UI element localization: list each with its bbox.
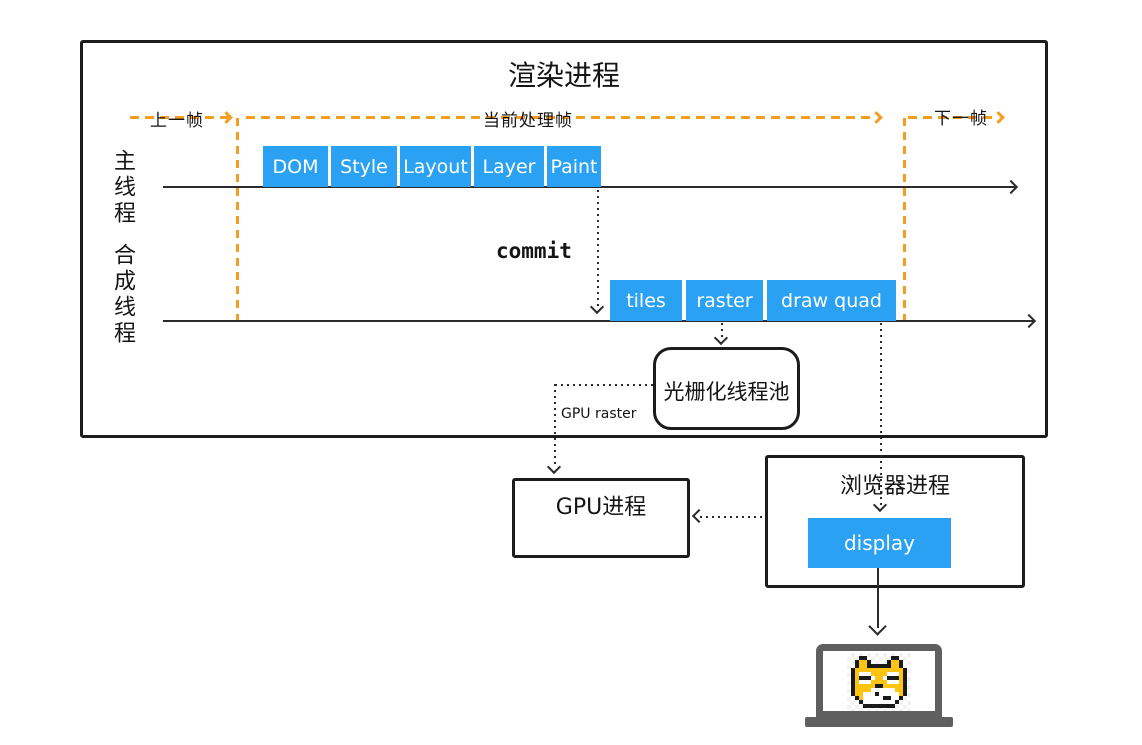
gpu-raster-connector-v bbox=[554, 384, 556, 468]
stage-draw-quad: draw quad bbox=[767, 280, 896, 321]
stage-layout: Layout bbox=[400, 146, 471, 187]
stage-dom: DOM bbox=[263, 146, 328, 187]
commit-connector bbox=[597, 190, 599, 308]
render-process-title: 渲染进程 bbox=[507, 59, 620, 92]
next-frame-label: 下一帧 bbox=[934, 109, 988, 129]
gpu-raster-arrowhead-icon bbox=[546, 459, 562, 475]
frame-boundary-left bbox=[236, 118, 239, 322]
browser-process-label: 浏览器进程 bbox=[839, 474, 950, 499]
raster-to-pool-connector bbox=[721, 323, 723, 339]
gpu-raster-connector-h bbox=[555, 384, 653, 386]
compositor-thread-stages: tiles raster draw quad bbox=[610, 280, 896, 321]
compositor-thread-label: 合成线程 bbox=[110, 243, 135, 347]
stage-tiles: tiles bbox=[610, 280, 682, 321]
stage-paint: Paint bbox=[547, 146, 601, 187]
frame-boundary-right bbox=[903, 118, 906, 322]
browser-to-gpu-connector bbox=[700, 516, 765, 518]
drawquad-to-display-connector bbox=[880, 323, 882, 506]
gpu-process-box bbox=[512, 478, 690, 558]
laptop-base bbox=[805, 717, 953, 727]
display-to-laptop-connector bbox=[877, 568, 879, 628]
stage-layer: Layer bbox=[474, 146, 544, 187]
main-thread-timeline bbox=[163, 186, 1015, 188]
doge-icon bbox=[851, 656, 907, 708]
next-frame-dashed-line bbox=[908, 116, 998, 119]
gpu-raster-label: GPU raster bbox=[561, 406, 637, 422]
main-thread-stages: DOM Style Layout Layer Paint bbox=[263, 146, 601, 187]
commit-label: commit bbox=[496, 239, 572, 263]
compositor-thread-timeline bbox=[163, 320, 1033, 322]
prev-frame-label: 上一帧 bbox=[150, 111, 204, 131]
display-to-laptop-arrowhead-icon bbox=[868, 617, 887, 636]
raster-pool-label: 光栅化线程池 bbox=[663, 380, 790, 404]
current-frame-dashed-line bbox=[246, 116, 876, 119]
gpu-process-label: GPU进程 bbox=[555, 495, 647, 520]
main-thread-label: 主线程 bbox=[110, 149, 135, 227]
render-process-box bbox=[80, 40, 1048, 438]
raster-pool-box bbox=[653, 347, 800, 430]
prev-frame-dashed-line bbox=[130, 116, 228, 119]
stage-style: Style bbox=[331, 146, 397, 187]
current-frame-label: 当前处理帧 bbox=[483, 111, 573, 131]
display-box: display bbox=[808, 518, 951, 568]
stage-raster: raster bbox=[686, 280, 763, 321]
browser-to-gpu-arrowhead-icon bbox=[691, 508, 707, 524]
